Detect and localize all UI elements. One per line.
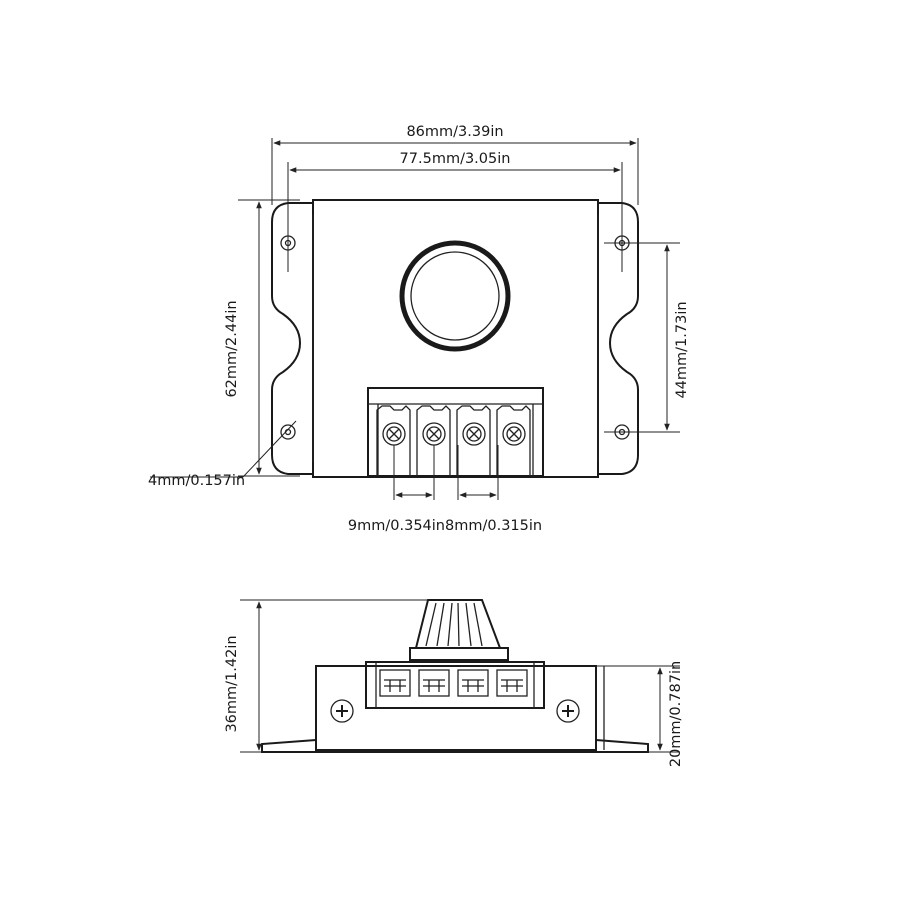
terminal-slot-4	[496, 669, 528, 697]
top-view: 86mm/3.39in 77.5mm/3.05in 62mm/2.44in 44…	[148, 124, 690, 534]
terminal-slot-2	[418, 669, 450, 697]
dimension-total-height	[240, 599, 428, 753]
dimension-body-height	[596, 665, 680, 753]
terminal-slot-3	[457, 669, 489, 697]
terminal-screw-3	[456, 405, 491, 476]
dimension-terminal-pitch	[393, 445, 499, 500]
left-mounting-flange	[271, 202, 313, 475]
knob-top	[399, 240, 511, 352]
label-overall-width: 86mm/3.39in	[406, 124, 503, 140]
dimension-hole-spacing-height	[604, 242, 680, 433]
terminal-block-top	[367, 387, 544, 477]
knob-side	[409, 599, 509, 661]
dimension-overall-width	[271, 138, 639, 205]
label-hole-diameter: 4mm/0.157in	[148, 473, 245, 489]
label-total-height: 36mm/1.42in	[224, 635, 240, 732]
label-overall-height: 62mm/2.44in	[224, 300, 240, 397]
mounting-hole-bottom-left	[280, 424, 296, 440]
dimension-overall-height	[238, 199, 300, 477]
dimension-hole-spacing-width	[287, 162, 623, 272]
side-screw-left	[330, 699, 354, 723]
side-view: 36mm/1.42in 20mm/0.787in	[224, 599, 684, 767]
label-body-height: 20mm/0.787in	[668, 661, 684, 767]
right-mounting-flange	[598, 202, 639, 475]
terminal-slot-1	[379, 669, 411, 697]
label-hole-spacing-height: 44mm/1.73in	[674, 301, 690, 398]
side-screw-right	[556, 699, 580, 723]
terminal-screw-4	[496, 405, 531, 476]
label-terminal-pitch: 9mm/0.354in8mm/0.315in	[348, 518, 542, 534]
terminal-screw-1	[376, 405, 411, 476]
terminal-block-side	[365, 661, 545, 709]
dimension-hole-diameter	[150, 420, 297, 478]
side-body	[315, 665, 597, 751]
label-hole-spacing-width: 77.5mm/3.05in	[400, 151, 511, 167]
